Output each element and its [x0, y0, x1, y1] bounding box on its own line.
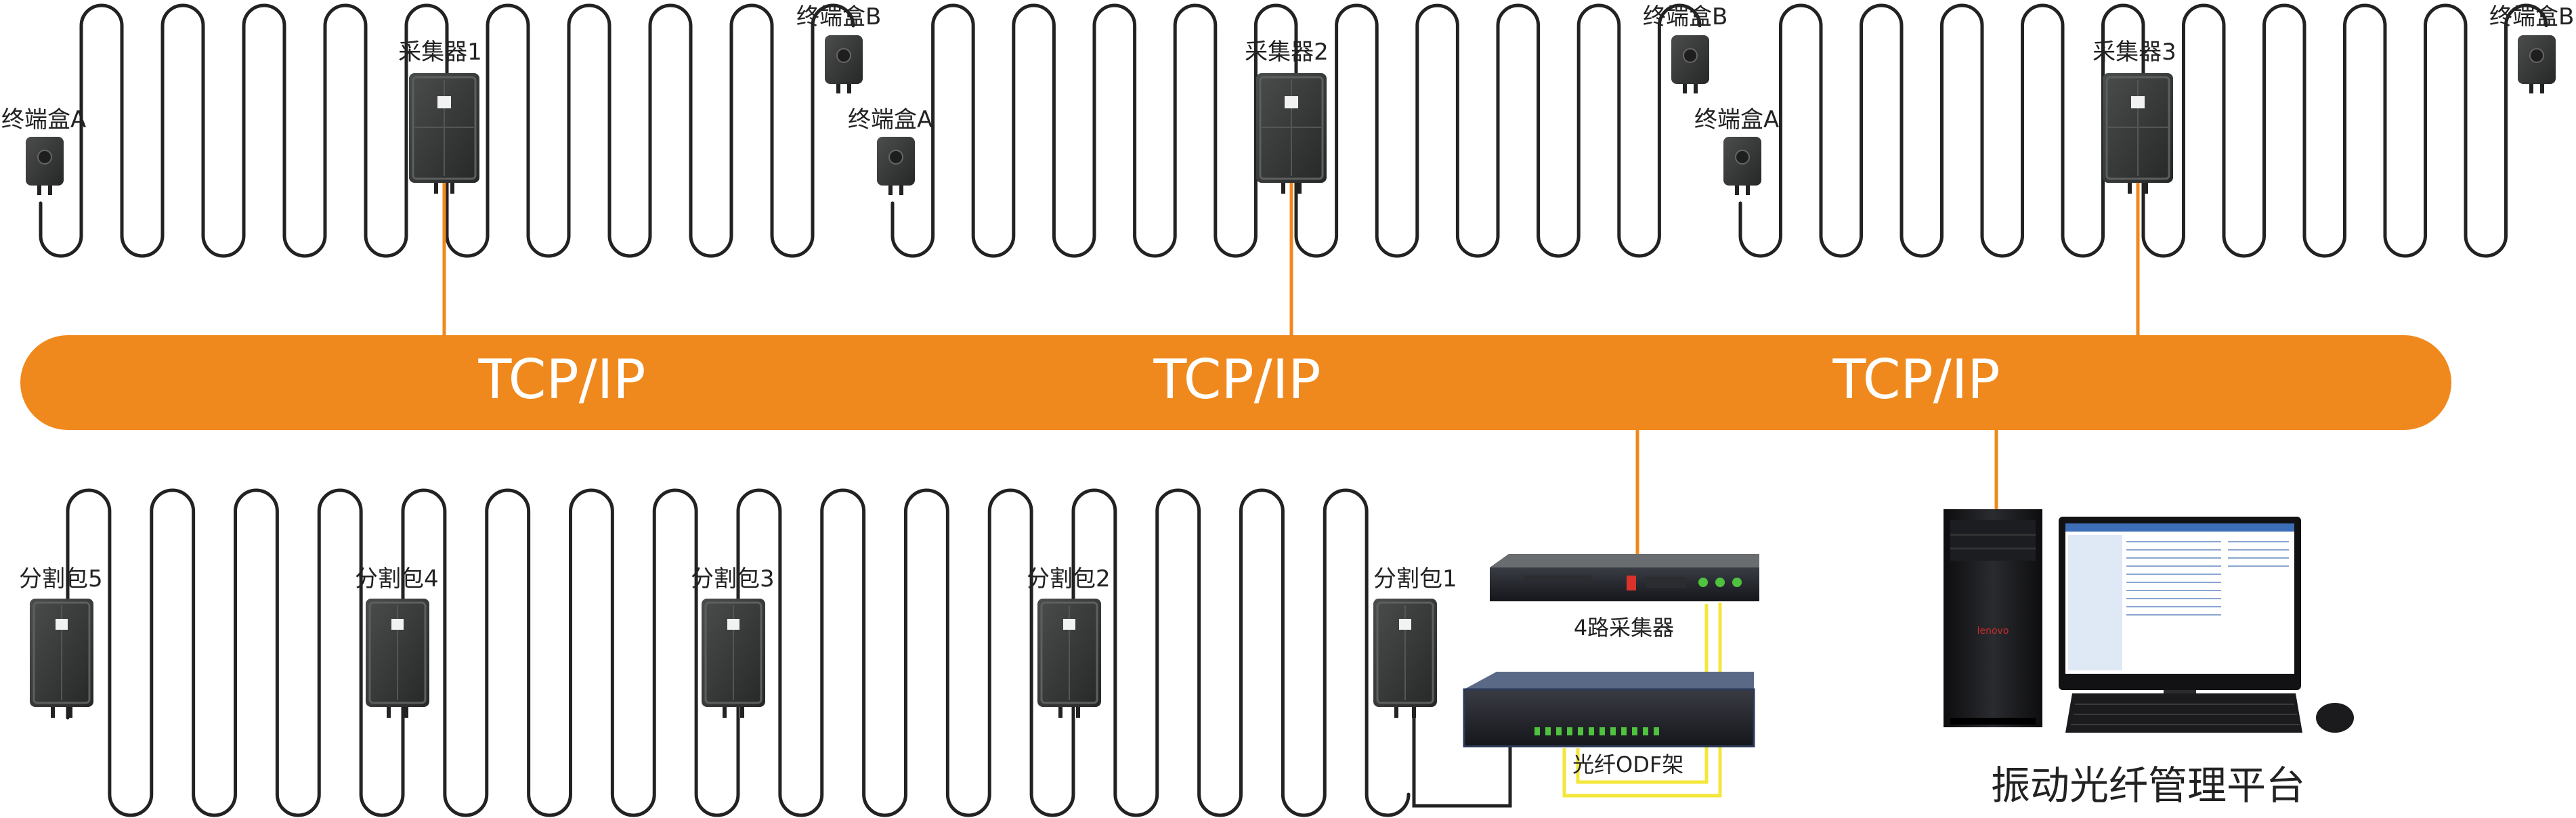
uplinks [442, 177, 2140, 557]
pc-mouse [2316, 703, 2354, 733]
fiber-lead-odf [1412, 716, 1512, 808]
bus-bar [20, 335, 2451, 430]
terminal-box-a-1[interactable] [26, 137, 64, 195]
terminal-a-1-label: 终端盒A [1, 106, 86, 133]
split-pack-1-label: 分割包1 [1373, 565, 1457, 593]
pc-keyboard [2065, 693, 2302, 733]
split-pack-3[interactable] [702, 599, 765, 718]
terminal-b-1-label: 终端盒B [796, 3, 881, 30]
pc-monitor [2059, 517, 2301, 716]
odf-frame[interactable] [1463, 672, 1755, 748]
collector-3[interactable] [2103, 73, 2173, 194]
fiber-top-section-3 [1738, 3, 2548, 258]
split-pack-5[interactable] [30, 599, 93, 718]
collector-2-label: 采集器2 [1245, 39, 1329, 66]
split-pack-5-label: 分割包5 [19, 565, 103, 593]
split-pack-2-label: 分割包2 [1027, 565, 1111, 593]
four-channel-collector[interactable] [1490, 554, 1759, 601]
terminal-box-b-3[interactable] [2518, 35, 2556, 93]
split-pack-1[interactable] [1373, 599, 1437, 718]
collector-3-label: 采集器3 [2092, 39, 2176, 66]
terminal-b-2-label: 终端盒B [1643, 3, 1727, 30]
fiber-cables [39, 3, 2548, 817]
fiber-bottom [66, 488, 1411, 817]
odf-frame-label: 光纤ODF架 [1572, 752, 1683, 777]
bus-label-1: TCP/IP [477, 348, 645, 411]
bus-label-2: TCP/IP [1153, 348, 1321, 411]
split-pack-3-label: 分割包3 [691, 565, 775, 593]
fiber-top-section-1 [39, 3, 855, 258]
split-pack-4-label: 分割包4 [355, 565, 439, 593]
bus-label-3: TCP/IP [1832, 348, 2000, 411]
management-pc[interactable]: lenovo [1944, 509, 2354, 733]
split-pack-2[interactable] [1037, 599, 1101, 718]
collector-2[interactable] [1256, 73, 1327, 194]
terminal-box-b-1[interactable] [825, 35, 863, 93]
collector-1[interactable] [409, 73, 479, 194]
terminal-box-a-2[interactable] [877, 137, 915, 195]
terminal-box-b-2[interactable] [1671, 35, 1709, 93]
terminal-box-a-3[interactable] [1723, 137, 1761, 195]
four-channel-collector-label: 4路采集器 [1574, 615, 1674, 641]
terminal-a-3-label: 终端盒A [1694, 106, 1779, 133]
terminal-a-2-label: 终端盒A [848, 106, 932, 133]
split-pack-4[interactable] [366, 599, 429, 718]
tcp-ip-bus: TCP/IP TCP/IP TCP/IP [20, 335, 2451, 430]
platform-label: 振动光纤管理平台 [1991, 762, 2305, 809]
collector-1-label: 采集器1 [398, 39, 482, 66]
terminal-b-3-label: 终端盒B [2489, 3, 2574, 30]
pc-brand: lenovo [1977, 626, 2009, 637]
fiber-top-section-2 [890, 3, 1702, 258]
